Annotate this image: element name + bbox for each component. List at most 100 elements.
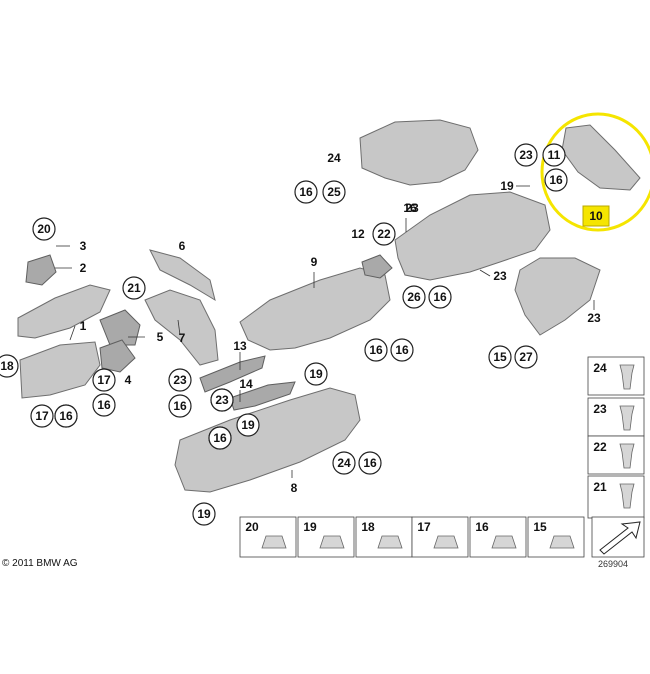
callout-21: 21 xyxy=(122,276,146,300)
callout-label: 21 xyxy=(127,281,141,295)
callout-label: 25 xyxy=(327,185,341,199)
legend-number: 15 xyxy=(533,520,547,534)
callout-16: 16 xyxy=(358,451,382,475)
callout-label: 1 xyxy=(80,319,87,333)
fastener-icon xyxy=(491,535,517,549)
callout-label: 16 xyxy=(549,173,563,187)
callout-label: 23 xyxy=(493,269,507,283)
callout-circle xyxy=(544,168,568,192)
callout-label: 23 xyxy=(519,148,533,162)
callout-16: 16 xyxy=(168,394,192,418)
callout-label: 16 xyxy=(363,456,377,470)
legend-box xyxy=(587,397,645,437)
callout-circle xyxy=(428,285,452,309)
callout-label: 13 xyxy=(233,339,247,353)
callout-16: 16 xyxy=(390,338,414,362)
callout-20: 20 xyxy=(32,217,56,241)
legend-item-20: 20 xyxy=(239,516,297,558)
highlight-ring xyxy=(540,112,650,232)
callout-24: 24 xyxy=(327,151,341,165)
legend-box xyxy=(239,516,297,558)
callout-label: 19 xyxy=(241,418,255,432)
callout-circle xyxy=(332,451,356,475)
legend-number: 17 xyxy=(417,520,431,534)
callout-16: 16 xyxy=(208,426,232,450)
heat-shield-9 xyxy=(239,267,391,351)
callout-circle xyxy=(30,404,54,428)
legend-item-17: 17 xyxy=(411,516,469,558)
callout-19: 19 xyxy=(500,179,514,193)
callout-23: 23 xyxy=(405,201,419,215)
legend-item-16: 16 xyxy=(469,516,527,558)
part-shapes xyxy=(17,119,641,493)
callout-11: 11 xyxy=(542,143,566,167)
callout-label: 16 xyxy=(433,290,447,304)
copyright-text: © 2011 BMW AG xyxy=(2,558,78,569)
callout-16: 16 xyxy=(294,180,318,204)
callout-4: 4 xyxy=(125,373,132,387)
callout-12: 12 xyxy=(351,227,365,241)
legend-item-19: 19 xyxy=(297,516,355,558)
legend-box xyxy=(587,435,645,475)
callout-14: 14 xyxy=(239,377,253,391)
callout-circle xyxy=(192,502,216,526)
fastener-icon xyxy=(619,364,635,390)
callout-label: 10 xyxy=(589,209,603,223)
callout-19: 19 xyxy=(192,502,216,526)
callout-label: 5 xyxy=(157,330,164,344)
callout-label: 16 xyxy=(299,185,313,199)
callout-circle xyxy=(358,451,382,475)
callout-label: 17 xyxy=(97,373,111,387)
callout-circle xyxy=(322,180,346,204)
callout-22: 22 xyxy=(372,222,396,246)
legend-number: 22 xyxy=(593,440,607,454)
legend-item-23: 23 xyxy=(587,397,645,437)
callout-label: 24 xyxy=(337,456,351,470)
callout-18: 18 xyxy=(0,354,19,378)
callout-label: 24 xyxy=(327,151,341,165)
callout-circle xyxy=(92,368,116,392)
callout-highlight-box xyxy=(582,205,610,227)
callout-label: 6 xyxy=(179,239,186,253)
callout-label: 26 xyxy=(407,290,421,304)
callout-circle xyxy=(402,285,426,309)
callout-16: 16 xyxy=(92,393,116,417)
callout-label: 15 xyxy=(493,350,507,364)
callouts: 2032118171641617162157623169122213231614… xyxy=(0,143,610,526)
callout-circle xyxy=(236,413,260,437)
heat-shield-14 xyxy=(229,381,296,411)
legend-number: 16 xyxy=(475,520,489,534)
fastener-icon xyxy=(619,483,635,509)
callout-16: 16 xyxy=(364,338,388,362)
legend-box xyxy=(587,356,645,396)
fastener-icon xyxy=(549,535,575,549)
callout-27: 27 xyxy=(514,345,538,369)
legend-item-21: 21 xyxy=(587,475,645,519)
callout-9: 9 xyxy=(311,255,318,269)
fastener-icon xyxy=(619,443,635,469)
callout-19: 19 xyxy=(304,362,328,386)
callout-3: 3 xyxy=(80,239,87,253)
callout-6: 6 xyxy=(179,239,186,253)
callout-label: 19 xyxy=(500,179,514,193)
callout-label: 11 xyxy=(548,148,561,162)
callout-label: 16 xyxy=(403,201,417,215)
callout-label: 9 xyxy=(311,255,318,269)
heat-shield-1 xyxy=(19,341,101,399)
callout-23: 23 xyxy=(168,368,192,392)
heat-shield-2 xyxy=(17,284,111,339)
legend-box xyxy=(587,475,645,519)
legend-item-18: 18 xyxy=(355,516,413,558)
callout-13: 13 xyxy=(233,339,247,353)
callout-23: 23 xyxy=(514,143,538,167)
callout-circle xyxy=(372,222,396,246)
callout-circle xyxy=(168,368,192,392)
fastener-icon xyxy=(319,535,345,549)
callout-1: 1 xyxy=(80,319,87,333)
callout-circle xyxy=(542,143,566,167)
heat-shield-8 xyxy=(174,387,361,493)
callout-label: 7 xyxy=(179,331,186,345)
